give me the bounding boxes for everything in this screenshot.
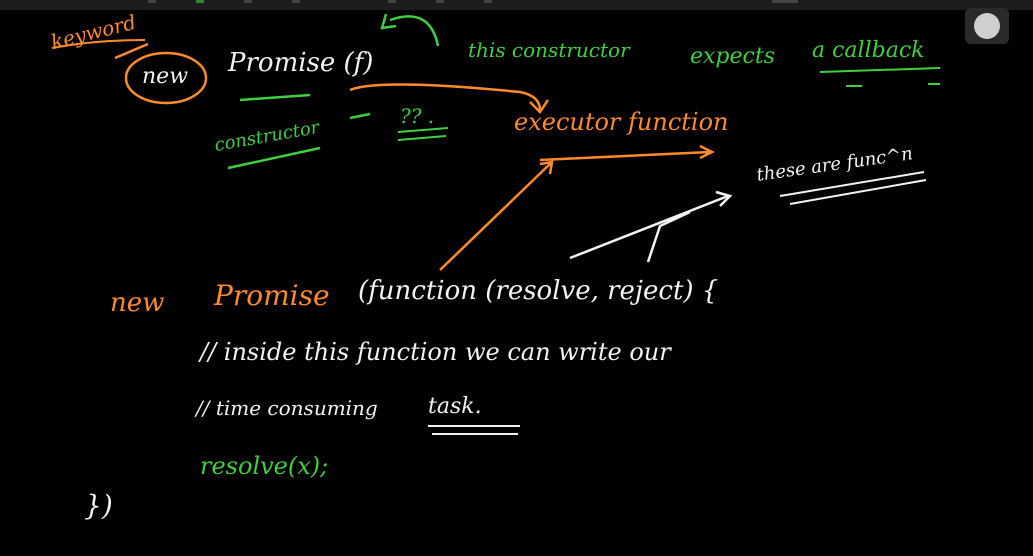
record-dot-icon	[974, 13, 1000, 39]
undo-icon[interactable]	[148, 0, 156, 3]
text-icon[interactable]	[484, 0, 492, 3]
params-to-funcs-arrow	[569, 190, 733, 263]
comment-line-2: // time consuming	[196, 396, 378, 420]
function-to-executor-line	[439, 160, 554, 271]
green-curve-arrow	[380, 13, 440, 47]
record-button[interactable]	[965, 8, 1009, 44]
new-circled-label: new	[142, 64, 189, 89]
comment-line-1: // inside this function we can write our	[200, 338, 671, 366]
callback-label: a callback	[812, 38, 925, 63]
code-signature: (function (resolve, reject) {	[358, 276, 719, 306]
promise-f-label: Promise (f)	[228, 48, 374, 78]
executor-function-label: executor function	[514, 108, 729, 136]
expects-label: expects	[690, 44, 775, 69]
lasso-icon[interactable]	[388, 0, 396, 3]
pen-icon[interactable]	[196, 0, 204, 3]
shape-icon[interactable]	[436, 0, 444, 3]
highlighter-icon[interactable]	[244, 0, 252, 3]
code-promise: Promise	[214, 279, 330, 312]
image-icon[interactable]	[772, 0, 798, 3]
f-to-executor-arrow	[349, 83, 550, 114]
keyword-arrow	[114, 42, 149, 60]
toolbar	[0, 0, 1033, 10]
task-label: task.	[428, 394, 482, 419]
this-constructor-label: this constructor	[468, 38, 630, 62]
resolve-call: resolve(x);	[200, 452, 329, 480]
question-label: ?? .	[400, 104, 435, 128]
eraser-icon[interactable]	[292, 0, 300, 3]
new-circle	[124, 51, 208, 105]
code-new: new	[110, 288, 165, 318]
closing-brace: })	[84, 489, 113, 522]
